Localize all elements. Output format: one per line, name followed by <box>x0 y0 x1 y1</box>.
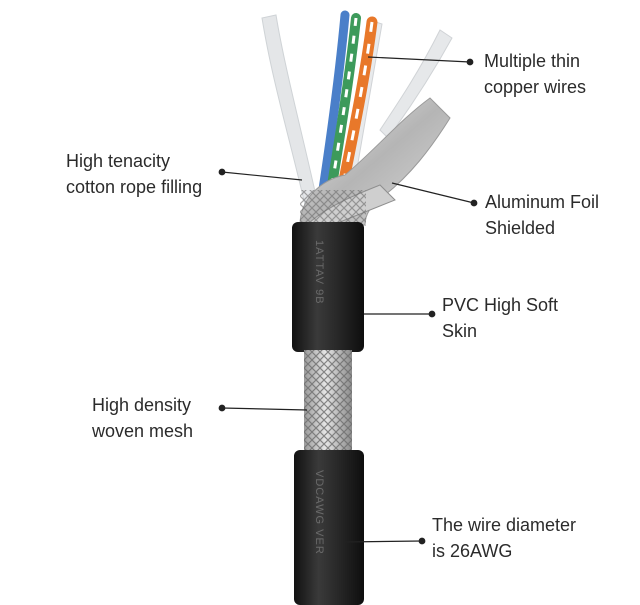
leader-copper-wires <box>367 56 471 63</box>
leader-woven-mesh <box>221 407 308 411</box>
aluminum-foil <box>299 97 451 227</box>
upper-jacket-print: 1ATTAV 9B <box>313 240 325 305</box>
callout-line: Aluminum Foil <box>485 192 600 212</box>
leader-aluminum-foil <box>391 182 475 204</box>
callout-aluminum-foil: Aluminum Foil Shielded <box>485 189 599 241</box>
callout-line: High density <box>92 395 192 415</box>
callout-line: copper wires <box>484 77 587 97</box>
callout-line: Multiple thin <box>484 51 581 71</box>
callout-copper-wires: Multiple thin copper wires <box>484 48 586 100</box>
lower-pvc-jacket: VDCAWG VER <box>294 450 364 605</box>
callout-line: Shielded <box>485 218 556 238</box>
leader-wire-diameter <box>342 540 423 543</box>
upper-pvc-jacket: 1ATTAV 9B <box>292 222 364 352</box>
callout-line: is 26AWG <box>432 541 513 561</box>
callout-line: woven mesh <box>92 421 194 441</box>
callout-line: PVC High Soft <box>442 295 559 315</box>
callout-line: cotton rope filling <box>66 177 203 197</box>
leader-rope-filling <box>221 171 303 181</box>
callout-rope-filling: High tenacity cotton rope filling <box>66 148 202 200</box>
callout-pvc-skin: PVC High Soft Skin <box>442 292 558 344</box>
callout-wire-diameter: The wire diameter is 26AWG <box>432 512 576 564</box>
callout-line: The wire diameter <box>432 515 577 535</box>
woven-mesh <box>304 350 352 454</box>
leader-lines <box>218 56 478 545</box>
lower-jacket-print: VDCAWG VER <box>313 470 325 555</box>
callout-line: Skin <box>442 321 478 341</box>
callout-woven-mesh: High density woven mesh <box>92 392 193 444</box>
callout-line: High tenacity <box>66 151 171 171</box>
